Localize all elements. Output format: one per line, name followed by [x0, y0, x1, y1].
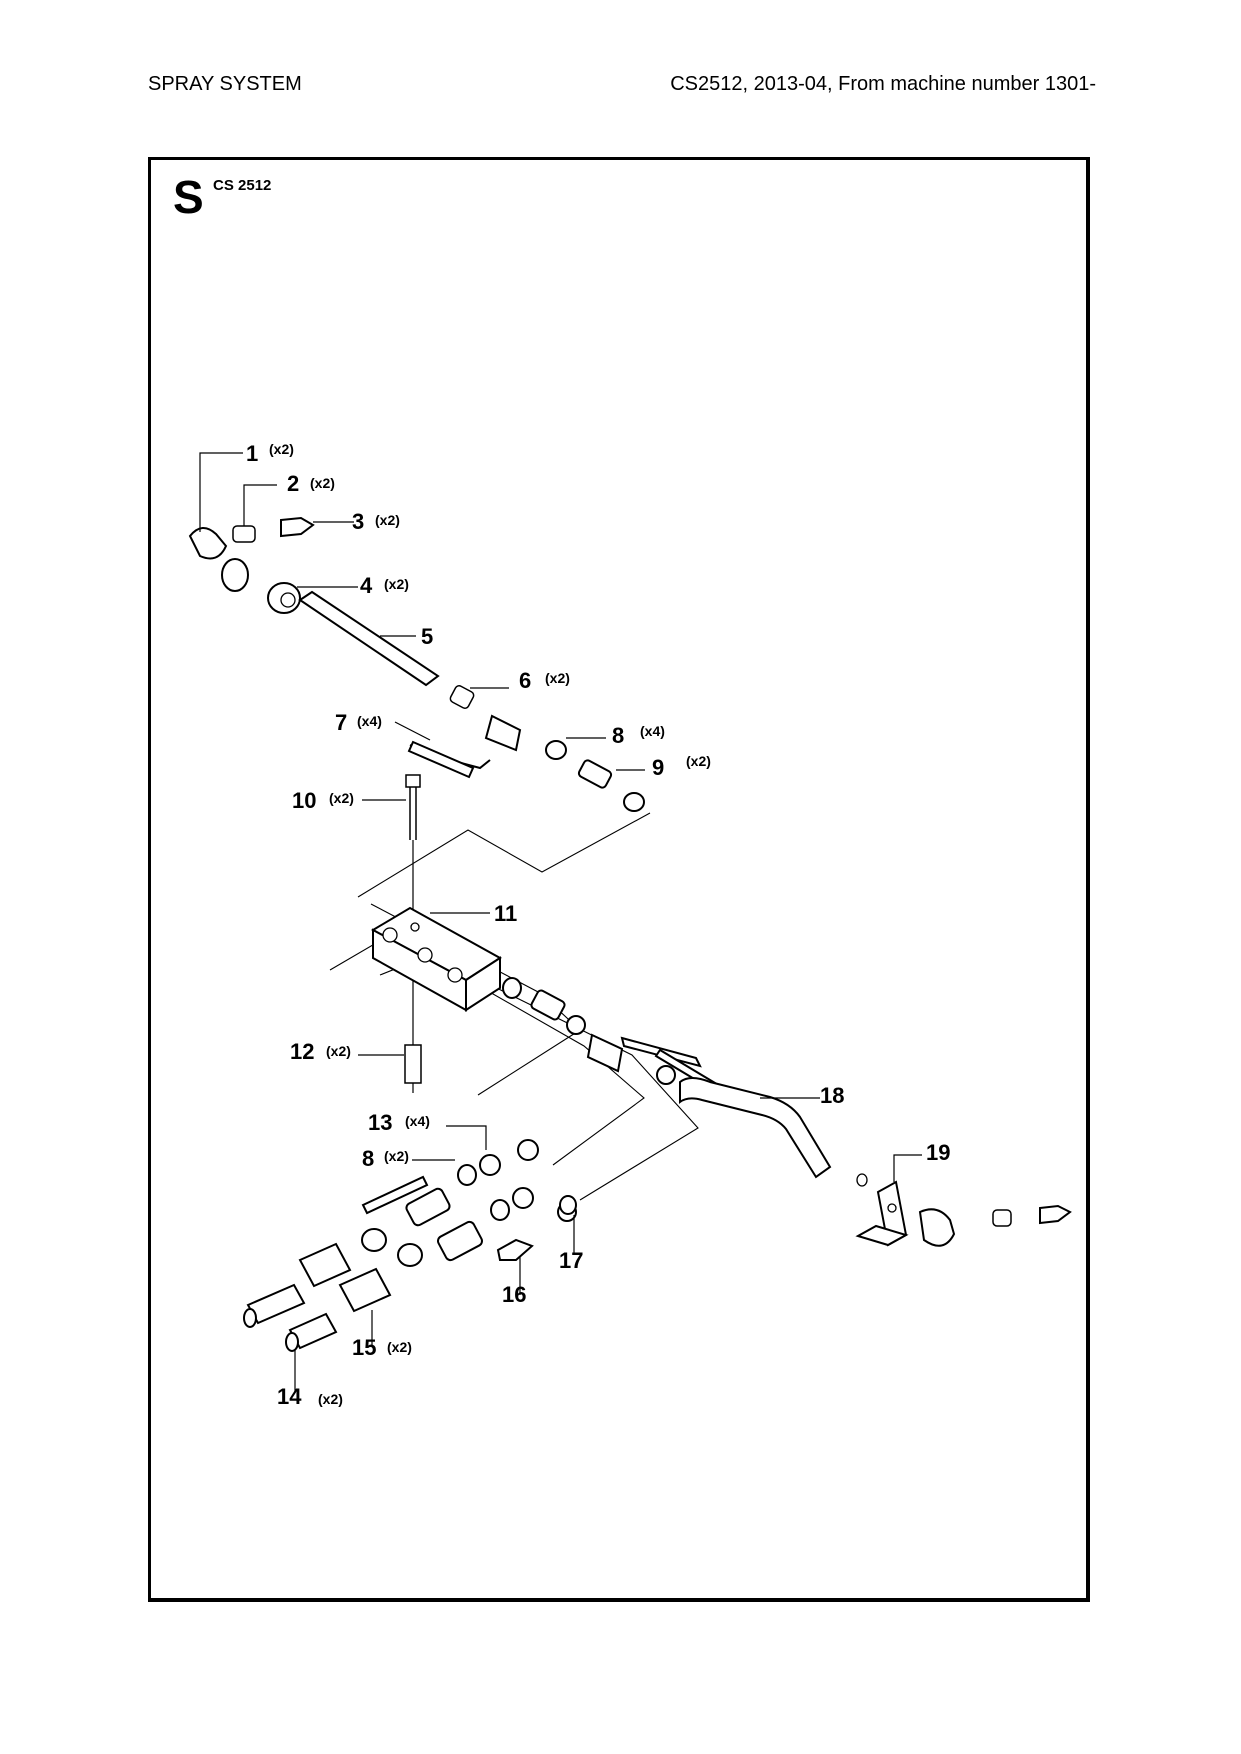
lower-valve-assembly: [243, 1139, 577, 1352]
nozzle-assembly: [188, 516, 645, 812]
page-section-title: SPRAY SYSTEM: [148, 73, 302, 95]
callout-9-qty: (x2): [686, 753, 711, 769]
manifold-block: [370, 906, 502, 1012]
callout-6-qty: (x2): [545, 670, 570, 686]
section-letter: S: [173, 171, 204, 223]
callout-7-number: 7: [335, 710, 347, 735]
callout-13-qty: (x4): [405, 1113, 430, 1129]
callout-4-number: 4: [360, 573, 373, 598]
break-lines: [329, 812, 699, 1201]
right-valve-hose: [502, 977, 868, 1187]
callout-4-qty: (x2): [384, 576, 409, 592]
callout-8-qty: (x4): [640, 723, 665, 739]
callout-1-qty: (x2): [269, 441, 294, 457]
callout-5-number: 5: [421, 624, 433, 649]
callout-18-number: 18: [820, 1083, 844, 1108]
bolt-and-spacer: [404, 774, 422, 1093]
callout-7-qty: (x4): [357, 713, 382, 729]
callout-2-qty: (x2): [310, 475, 335, 491]
callout-labels: 1 (x2) 2 (x2) 3 (x2) 4 (x2) 5 6 (x2) 7 (…: [246, 441, 950, 1409]
callout-17-number: 17: [559, 1248, 583, 1273]
callout-10-number: 10: [292, 788, 316, 813]
callout-19-number: 19: [926, 1140, 950, 1165]
callout-14-qty: (x2): [318, 1391, 343, 1407]
callout-12-qty: (x2): [326, 1043, 351, 1059]
callout-3-number: 3: [352, 509, 364, 534]
callout-12-number: 12: [290, 1039, 314, 1064]
callout-14-number: 14: [277, 1384, 302, 1409]
callout-6-number: 6: [519, 668, 531, 693]
callout-16-number: 16: [502, 1282, 526, 1307]
callout-1-number: 1: [246, 441, 258, 466]
callout-10-qty: (x2): [329, 790, 354, 806]
callout-8b-qty: (x2): [384, 1148, 409, 1164]
section-model: CS 2512: [213, 177, 272, 194]
callout-2-number: 2: [287, 471, 299, 496]
callout-8b-number: 8: [362, 1146, 374, 1171]
callout-9-number: 9: [652, 755, 664, 780]
page-model-info: CS2512, 2013-04, From machine number 130…: [670, 73, 1096, 95]
diagram-frame: S CS 2512: [148, 157, 1090, 1602]
callout-15-qty: (x2): [387, 1339, 412, 1355]
bracket-and-nozzle: [855, 1180, 1072, 1247]
callout-11-number: 11: [494, 901, 517, 926]
callout-3-qty: (x2): [375, 512, 400, 528]
leader-lines: [199, 452, 922, 1392]
callout-15-number: 15: [352, 1335, 376, 1360]
callout-8-number: 8: [612, 723, 624, 748]
callout-13-number: 13: [368, 1110, 392, 1135]
